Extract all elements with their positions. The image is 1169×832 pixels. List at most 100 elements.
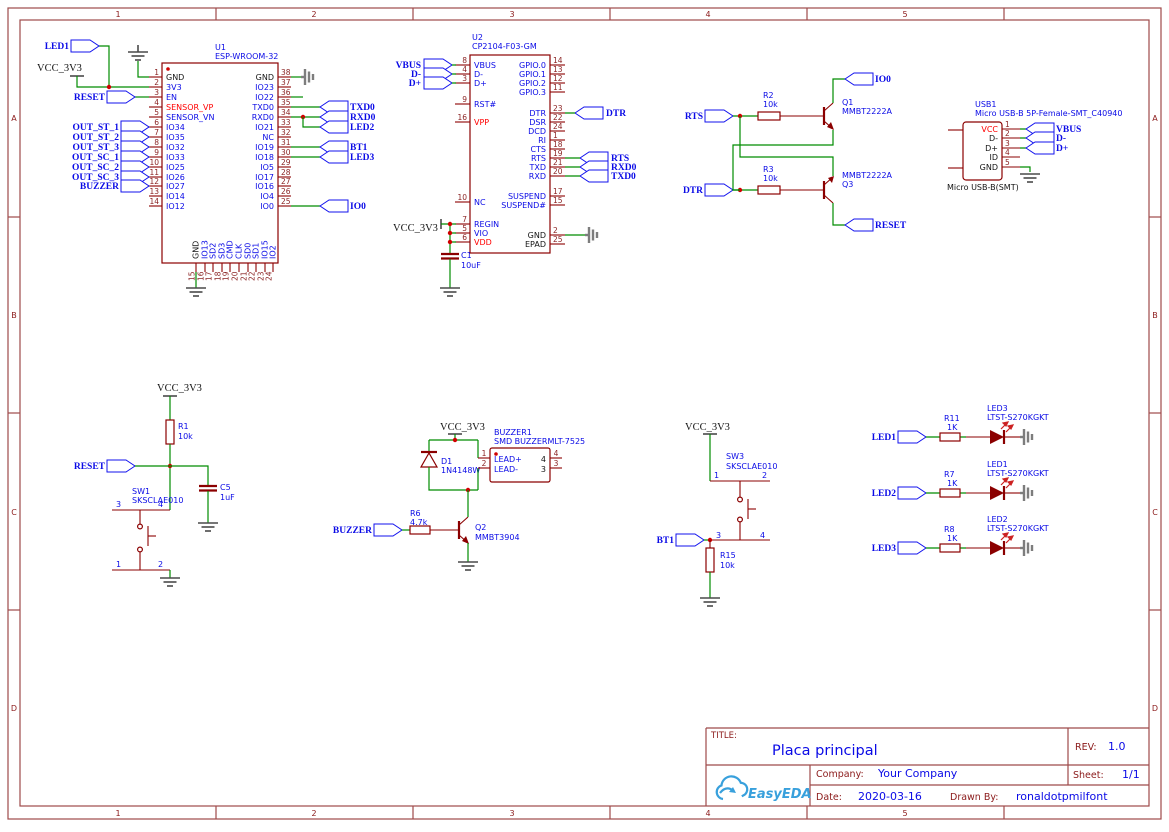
net-flag-led2-row[interactable]: LED2	[872, 486, 927, 500]
usb1-wiring[interactable]: VBUS D- D+	[1019, 122, 1081, 183]
ground-symbol[interactable]	[457, 561, 479, 571]
led-symbol[interactable]	[990, 541, 1004, 555]
net-flag-dp[interactable]: D+	[409, 76, 453, 90]
component-r6[interactable]: R6 4.7k	[409, 509, 431, 535]
component-d1[interactable]: D1 1N4148W	[419, 450, 480, 475]
ground-symbol[interactable]	[127, 51, 149, 61]
ground-symbol[interactable]	[197, 522, 219, 532]
wire[interactable]	[739, 116, 834, 176]
sheet-value[interactable]: 1/1	[1122, 768, 1140, 781]
led-row-2[interactable]: LED2 R7 1K LED1 LTST-S270KGKT	[872, 460, 1049, 503]
component-buzzer1[interactable]: BUZZER1 SMD BUZZERMLT-7525 1 2 4 3 LEAD+…	[478, 428, 585, 483]
net-label-vcc[interactable]: VCC_3V3	[685, 422, 730, 433]
net-flag-reset[interactable]: RESET	[74, 90, 136, 104]
net-flag-buzzer[interactable]: BUZZER	[80, 179, 150, 193]
schematic-title[interactable]: Placa principal	[772, 743, 878, 759]
net-flag-led1-row[interactable]: LED1	[872, 430, 927, 444]
net-flag-reset-btn[interactable]: RESET	[74, 459, 136, 473]
net-flag-led3[interactable]: LED3	[319, 150, 375, 164]
net-label-vcc[interactable]: VCC_3V3	[37, 63, 82, 74]
net-flag-txd0-u2[interactable]: TXD0	[579, 169, 636, 183]
buzzer-circuit[interactable]: VCC_3V3 D1 1N4148W BUZZER1 SMD BUZZERMLT…	[333, 422, 585, 571]
wire[interactable]	[832, 78, 845, 103]
pin-name: 3V3	[166, 83, 182, 92]
ground-symbol[interactable]	[439, 287, 461, 297]
wire[interactable]	[137, 61, 149, 78]
ground-symbol[interactable]	[1018, 538, 1034, 558]
ground-symbol[interactable]	[159, 577, 181, 587]
net-flag-led2[interactable]: LED2	[319, 120, 375, 134]
net-flag-led3-row[interactable]: LED3	[872, 541, 927, 555]
drawn-by-value[interactable]: ronaldotpmilfont	[1016, 790, 1108, 803]
pin-number: 7	[462, 215, 467, 224]
wire[interactable]	[170, 465, 209, 486]
component-u2-cp2104[interactable]: U2 CP2104-F03-GM 8VBUS4D-3D+9RST#16VPP10…	[455, 33, 565, 254]
ground-symbol[interactable]	[583, 225, 599, 245]
wire[interactable]	[452, 64, 456, 84]
led-row-3[interactable]: LED3 R8 1K LED2 LTST-S270KGKT	[872, 515, 1049, 558]
net-flag-dp-usb[interactable]: D+	[1025, 141, 1068, 155]
wire[interactable]	[291, 146, 320, 207]
u1-net-flags[interactable]: LED1 VCC_3V3 RESET OUT_ST_1 OUT_ST_2 OUT…	[37, 39, 376, 213]
net-flag-led1[interactable]: LED1	[45, 39, 100, 53]
wire[interactable]	[732, 130, 834, 191]
net-label-vcc[interactable]: VCC_3V3	[440, 422, 485, 433]
wire[interactable]	[99, 45, 110, 87]
component-r2[interactable]: R2 10k	[757, 91, 781, 121]
ground-symbol[interactable]	[1018, 427, 1034, 447]
component-u1-esp-wroom-32[interactable]: U1 ESP-WROOM-32 1GND23V33EN4SENSOR_VP5SE…	[149, 43, 291, 281]
wire[interactable]	[832, 203, 845, 226]
led-row-1[interactable]: LED1 R11 1K LED3 LTST-S270KGKT	[872, 404, 1049, 447]
wire[interactable]	[565, 112, 580, 177]
auto-reset-circuit[interactable]: RTS DTR R2 10k R3 10k Q1 MMBT2222A	[683, 72, 907, 232]
component-sw1[interactable]: SW1 SKSCLAE010 3 4 1 2	[112, 487, 183, 571]
component-sw3[interactable]: SW3 SKSCLAE010 1 2 3 4	[710, 452, 777, 541]
component-q3[interactable]: MMBT2222A Q3	[780, 171, 893, 204]
component-q1[interactable]: Q1 MMBT2222A	[780, 98, 893, 130]
net-label-vcc[interactable]: VCC_3V3	[157, 383, 202, 394]
component-q2[interactable]: Q2 MMBT3904	[430, 516, 520, 544]
net-flag-rts[interactable]: RTS	[685, 109, 734, 123]
net-label-vcc[interactable]: VCC_3V3	[393, 223, 438, 234]
pin-name: DTR	[529, 109, 546, 118]
component-r3[interactable]: R3 10k	[757, 165, 781, 195]
boot-button-circuit[interactable]: VCC_3V3 SW3 SKSCLAE010 1 2 3 4 BT1 R15 1…	[657, 422, 778, 607]
wire[interactable]	[1020, 128, 1026, 149]
resistor-body[interactable]	[939, 432, 961, 442]
u2-wiring[interactable]: VBUS D- D+ VCC_3V3 C1 10uF DTR RTS RXD0 …	[393, 58, 637, 297]
led-symbol[interactable]	[990, 430, 1004, 444]
net-flag-bt1-sw[interactable]: BT1	[657, 533, 705, 547]
net-flag-io0-q1[interactable]: IO0	[844, 72, 891, 86]
ground-symbol[interactable]	[1018, 483, 1034, 503]
net-label: OUT_ST_2	[73, 133, 120, 143]
reset-button-circuit[interactable]: VCC_3V3 R1 10k RESET C5 1uF SW1 SKSCLAE0…	[74, 383, 235, 587]
ground-symbol[interactable]	[699, 597, 721, 607]
net-flag-dtr[interactable]: DTR	[683, 183, 734, 197]
resistor-body[interactable]	[939, 543, 961, 553]
led-symbol[interactable]	[990, 486, 1004, 500]
net-flag-buzzer-in[interactable]: BUZZER	[333, 523, 403, 537]
wire[interactable]	[1020, 166, 1031, 172]
net-label: RESET	[875, 221, 907, 231]
ground-symbol[interactable]	[1019, 173, 1041, 183]
wire[interactable]	[441, 223, 456, 254]
resistor-body[interactable]	[939, 488, 961, 498]
net-flag-reset-q3[interactable]: RESET	[844, 218, 907, 232]
component-c5[interactable]: C5 1uF	[199, 483, 235, 502]
wire[interactable]	[428, 467, 478, 491]
component-r1[interactable]: R1 10k	[165, 419, 193, 445]
junction-dot	[106, 84, 112, 90]
ground-symbol[interactable]	[185, 287, 207, 297]
rev-value[interactable]: 1.0	[1108, 740, 1126, 753]
company-value[interactable]: Your Company	[877, 767, 958, 780]
wire[interactable]	[76, 76, 149, 88]
date-value[interactable]: 2020-03-16	[858, 790, 922, 803]
component-usb1[interactable]: USB1 Micro USB-B 5P-Female-SMT_C40940 1V…	[947, 100, 1122, 192]
net-flag-dtr-u2[interactable]: DTR	[574, 106, 626, 120]
net-flag-io0[interactable]: IO0	[319, 199, 366, 213]
ground-symbol[interactable]	[299, 67, 315, 87]
component-r15[interactable]: R15 10k	[705, 540, 736, 573]
wire[interactable]	[302, 117, 320, 128]
component-c1[interactable]: C1 10uF	[441, 251, 481, 270]
